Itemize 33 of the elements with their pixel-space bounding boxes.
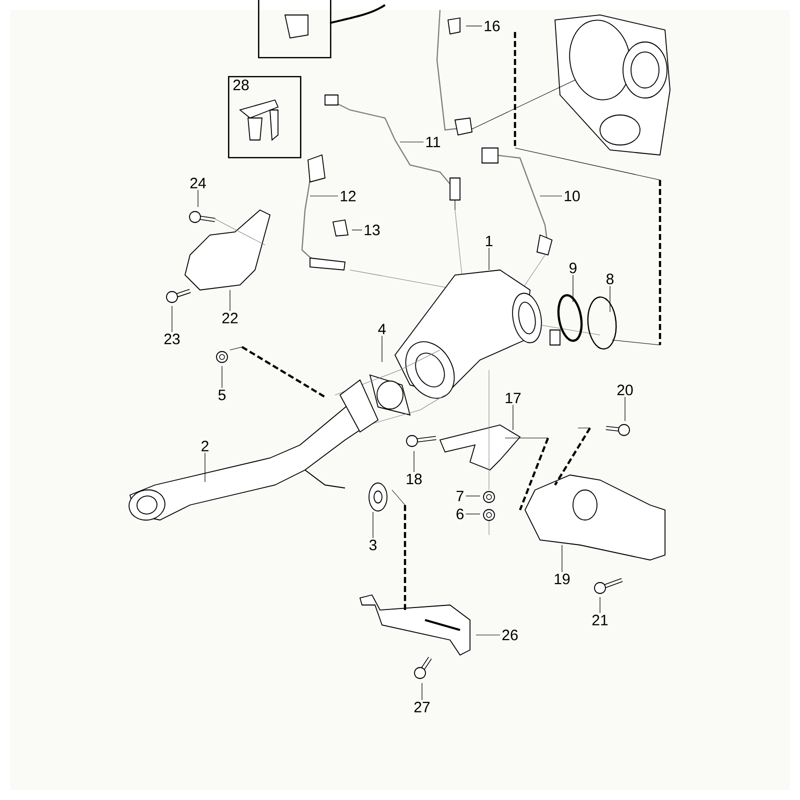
callout-number: 20 — [617, 384, 633, 396]
callout-number: 23 — [164, 334, 180, 344]
callout-number: 2 — [202, 440, 208, 452]
leader-line — [204, 452, 206, 482]
callout-number: 22 — [222, 312, 238, 324]
callout-number: 8 — [606, 274, 614, 284]
callout-number: 17 — [506, 392, 521, 404]
leader-line — [372, 512, 374, 538]
callout-number: 24 — [190, 178, 206, 188]
callout-number: 21 — [592, 614, 608, 626]
callout-number: 9 — [570, 262, 576, 274]
callout-number: 16 — [484, 20, 500, 32]
callout-number: 1 — [486, 236, 492, 246]
callout-number: 12 — [340, 190, 356, 202]
leader-line — [572, 274, 574, 302]
callout-number: 13 — [364, 224, 380, 236]
leader-line — [624, 396, 626, 422]
callout-number: 4 — [378, 324, 386, 334]
leader-line — [512, 404, 514, 430]
callout-number: 19 — [554, 574, 570, 584]
callout-number: 7 — [456, 490, 464, 502]
callout-number: 10 — [564, 190, 580, 202]
callout-number: 26 — [502, 630, 518, 640]
callout-number: 18 — [406, 474, 422, 484]
inset-box: 28 — [228, 76, 302, 158]
callout-number: 5 — [218, 390, 226, 400]
callout-number: 6 — [456, 508, 464, 520]
callout-number: 3 — [369, 540, 377, 550]
inset-box — [258, 0, 332, 58]
leader-line — [488, 248, 490, 270]
callout-number: 27 — [414, 702, 430, 712]
leader-line — [476, 634, 500, 636]
callout-number: 11 — [426, 136, 440, 148]
